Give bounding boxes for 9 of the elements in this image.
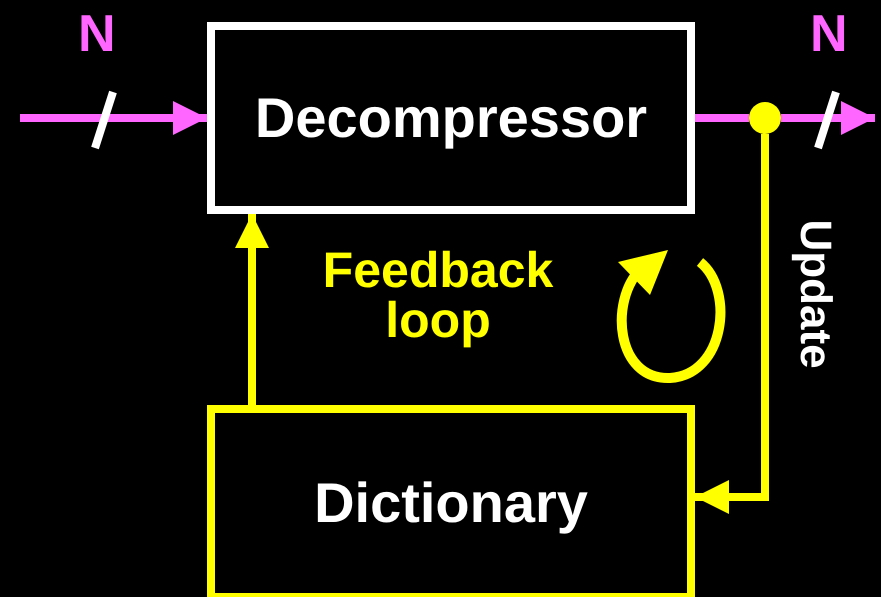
bus-width-label: N <box>810 8 848 60</box>
process-box <box>207 405 695 597</box>
loop-label: Feedback loop <box>322 245 554 345</box>
connector-arrow <box>781 101 875 135</box>
bus-width-label: N <box>78 8 116 60</box>
process-box <box>207 22 695 214</box>
connector-arrow <box>695 134 769 514</box>
connector-arrow <box>235 214 269 405</box>
connector-arrow <box>20 101 207 135</box>
